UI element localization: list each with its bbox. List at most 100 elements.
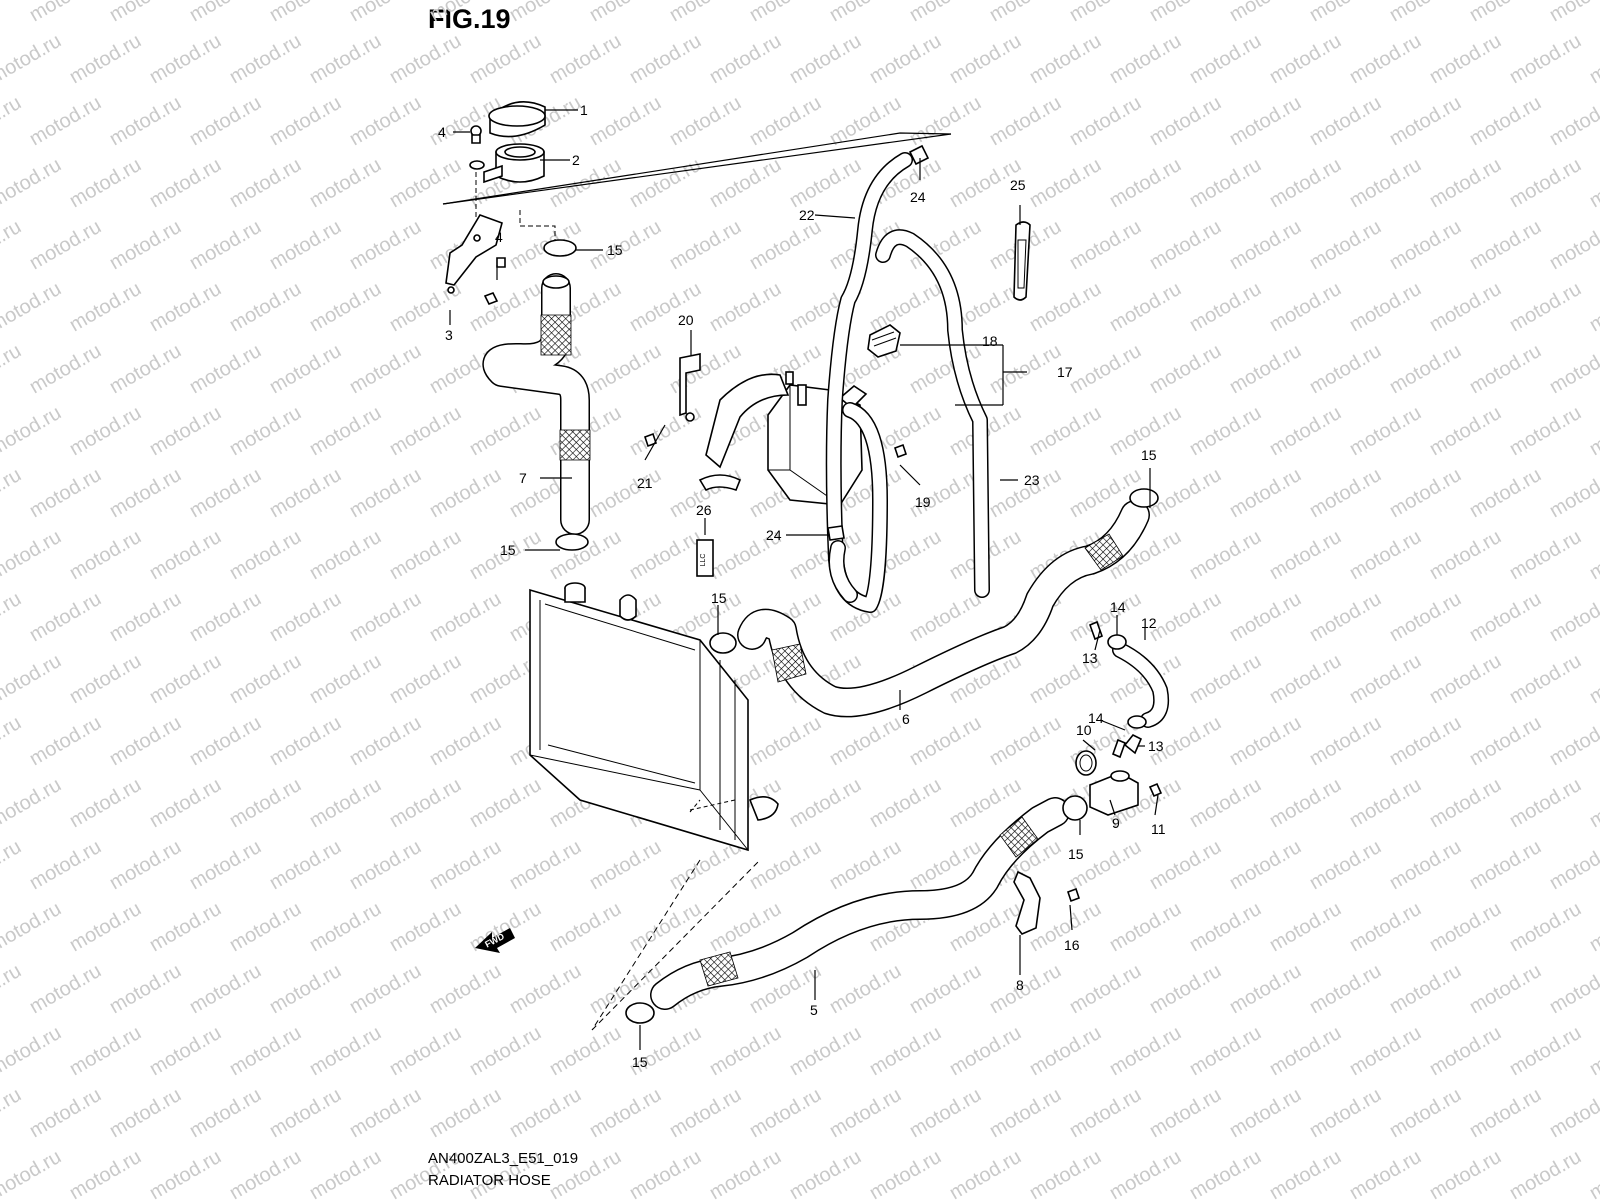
watermark-text: motod.ru — [506, 1084, 585, 1143]
watermark-text: motod.ru — [466, 278, 545, 337]
watermark-text: motod.ru — [386, 1022, 465, 1081]
callout-5: 5 — [810, 1002, 818, 1018]
watermark-text: motod.ru — [146, 278, 225, 337]
radiator — [529, 582, 779, 1031]
watermark-text: motod.ru — [226, 278, 305, 337]
watermark-text: motod.ru — [226, 402, 305, 461]
watermark-text: motod.ru — [1186, 154, 1265, 213]
watermark-text: motod.ru — [1266, 898, 1345, 957]
watermark-text: motod.ru — [426, 836, 505, 895]
watermark-text: motod.ru — [1146, 588, 1225, 647]
watermark-text: motod.ru — [1586, 1022, 1600, 1081]
watermark-text: motod.ru — [866, 1022, 945, 1081]
watermark-text: motod.ru — [1426, 898, 1505, 957]
watermark-text: motod.ru — [26, 216, 105, 275]
watermark-text: motod.ru — [266, 960, 345, 1019]
callout-1: 1 — [580, 102, 588, 118]
watermark-text: motod.ru — [1106, 1022, 1185, 1081]
watermark-text: motod.ru — [1226, 464, 1305, 523]
watermark-text: motod.ru — [946, 1022, 1025, 1081]
watermark-text: motod.ru — [706, 1022, 785, 1081]
watermark-text: motod.ru — [0, 960, 25, 1019]
watermark-text: motod.ru — [426, 960, 505, 1019]
watermark-text: motod.ru — [0, 30, 65, 89]
watermark-text: motod.ru — [106, 0, 185, 26]
watermark-text: motod.ru — [386, 898, 465, 957]
watermark-text: motod.ru — [186, 836, 265, 895]
watermark-text: motod.ru — [1106, 1146, 1185, 1200]
watermark-text: motod.ru — [186, 216, 265, 275]
watermark-text: motod.ru — [1546, 712, 1600, 771]
watermark-text: motod.ru — [1146, 960, 1225, 1019]
callout-19: 19 — [915, 494, 931, 510]
watermark-text: motod.ru — [0, 898, 65, 957]
watermark-text: motod.ru — [1226, 588, 1305, 647]
watermark-text: motod.ru — [346, 0, 425, 26]
watermark-text: motod.ru — [1306, 1084, 1385, 1143]
watermark-text: motod.ru — [626, 526, 705, 585]
watermark-text: motod.ru — [106, 216, 185, 275]
figure-code: AN400ZAL3_E51_019 — [428, 1150, 579, 1167]
watermark-text: motod.ru — [1306, 0, 1385, 26]
watermark-text: motod.ru — [1106, 154, 1185, 213]
watermark-text: motod.ru — [746, 216, 825, 275]
watermark-text: motod.ru — [66, 278, 145, 337]
watermark-text: motod.ru — [1586, 154, 1600, 213]
watermark-text: motod.ru — [66, 1022, 145, 1081]
callout-15a: 15 — [607, 242, 623, 258]
watermark-text: motod.ru — [666, 0, 745, 26]
watermark-text: motod.ru — [1346, 30, 1425, 89]
watermark-text: motod.ru — [866, 774, 945, 833]
watermark-text: motod.ru — [226, 154, 305, 213]
watermark-text: motod.ru — [306, 774, 385, 833]
watermark-text: motod.ru — [0, 92, 25, 151]
watermark-text: motod.ru — [1146, 340, 1225, 399]
watermark-text: motod.ru — [1546, 588, 1600, 647]
hose-6 — [737, 500, 1150, 718]
watermark-text: motod.ru — [306, 1146, 385, 1200]
watermark-text: motod.ru — [66, 402, 145, 461]
watermark-text: motod.ru — [1466, 0, 1545, 26]
watermark-text: motod.ru — [906, 960, 985, 1019]
watermark-text: motod.ru — [746, 0, 825, 26]
watermark-text: motod.ru — [0, 712, 25, 771]
watermark-text: motod.ru — [706, 1146, 785, 1200]
watermark-text: motod.ru — [1426, 278, 1505, 337]
watermark-text: motod.ru — [1546, 92, 1600, 151]
watermark-text: motod.ru — [1466, 712, 1545, 771]
watermark-text: motod.ru — [0, 1084, 25, 1143]
watermark-text: motod.ru — [146, 1022, 225, 1081]
watermark-text: motod.ru — [1586, 278, 1600, 337]
watermark-text: motod.ru — [906, 0, 985, 26]
watermark-text: motod.ru — [306, 30, 385, 89]
watermark-text: motod.ru — [1026, 30, 1105, 89]
callout-12: 12 — [1141, 615, 1157, 631]
watermark-text: motod.ru — [1466, 836, 1545, 895]
watermark-text: motod.ru — [186, 1084, 265, 1143]
watermark-text: motod.ru — [666, 92, 745, 151]
watermark-text: motod.ru — [1466, 588, 1545, 647]
watermark-text: motod.ru — [106, 92, 185, 151]
watermark-text: motod.ru — [626, 402, 705, 461]
watermark-text: motod.ru — [0, 278, 65, 337]
watermark-text: motod.ru — [1266, 1022, 1345, 1081]
watermark-text: motod.ru — [226, 1146, 305, 1200]
figure-title: FIG.19 — [428, 4, 511, 34]
clamp-group — [543, 144, 1163, 1024]
watermark-text: motod.ru — [1026, 402, 1105, 461]
watermark-text: motod.ru — [0, 216, 25, 275]
watermark-text: motod.ru — [1266, 30, 1345, 89]
watermark-text: motod.ru — [106, 960, 185, 1019]
watermark-text: motod.ru — [1146, 92, 1225, 151]
watermark-text: motod.ru — [986, 0, 1065, 26]
watermark-text: motod.ru — [346, 712, 425, 771]
watermark-text: motod.ru — [1066, 92, 1145, 151]
watermark-text: motod.ru — [1186, 30, 1265, 89]
watermark-text: motod.ru — [1466, 464, 1545, 523]
callout-13a: 13 — [1082, 650, 1098, 666]
hose-12 — [1112, 642, 1170, 728]
hose-23 — [875, 229, 990, 598]
watermark-text: motod.ru — [546, 1022, 625, 1081]
watermark-text: motod.ru — [106, 588, 185, 647]
watermark-text: motod.ru — [1146, 1084, 1225, 1143]
